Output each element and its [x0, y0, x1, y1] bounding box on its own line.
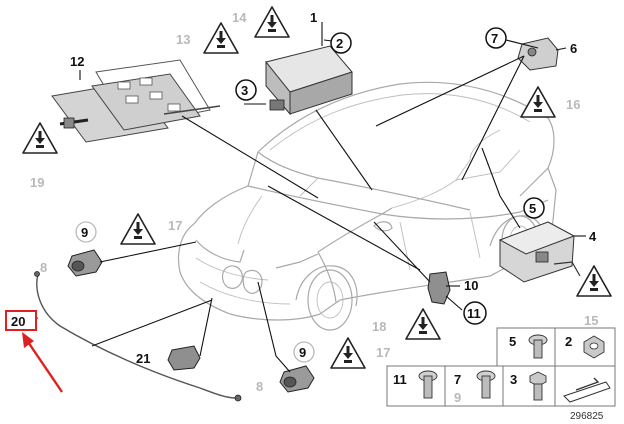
- legend-label-3: 3: [510, 372, 517, 387]
- part-10-sensor: [427, 271, 451, 305]
- label-5: 5: [529, 201, 536, 216]
- nut-icon: [583, 335, 605, 359]
- label-1: 1: [310, 10, 317, 25]
- leader-lines: [23, 22, 586, 373]
- warning-triangle-icon: [330, 337, 366, 369]
- part-21-sensor: [167, 345, 201, 371]
- label-21: 21: [136, 351, 150, 366]
- part-6-sensor: [517, 37, 559, 71]
- callouts: 1 2 3 7 6 12 5 4 9 8 10 11 21 9 8 13 14 …: [5, 10, 598, 394]
- label-17-lower: 17: [376, 345, 390, 360]
- label-15: 15: [584, 313, 598, 328]
- label-12: 12: [70, 54, 84, 69]
- label-9-lower: 9: [299, 345, 306, 360]
- bolt-icon: [476, 370, 496, 399]
- part-20-wire: [36, 273, 237, 399]
- part-4-module: [498, 221, 581, 283]
- shim-icon: [563, 377, 611, 403]
- legend-label-5: 5: [509, 334, 516, 349]
- legend-label-11: 11: [393, 372, 407, 387]
- label-11: 11: [467, 306, 481, 321]
- diagram-id: 296825: [570, 411, 604, 422]
- warning-triangle-icon: [576, 265, 612, 297]
- red-arrow-highlight: [22, 332, 63, 393]
- part-12-seat-mat: [51, 59, 221, 143]
- legend-label-2: 2: [565, 334, 572, 349]
- warning-triangle-icon: [203, 22, 239, 54]
- bolt-icon: [418, 370, 438, 399]
- label-9-upper: 9: [81, 225, 88, 240]
- label-3: 3: [241, 83, 248, 98]
- warning-triangle-icon: [22, 122, 58, 154]
- warning-triangle-icon: [405, 308, 441, 340]
- warning-triangle-icon: [254, 6, 290, 38]
- bolt-icon: [528, 334, 548, 359]
- label-16: 16: [566, 97, 580, 112]
- label-2: 2: [336, 36, 343, 51]
- part-8-sensor-lower: [279, 365, 315, 393]
- label-17-upper: 17: [168, 218, 182, 233]
- legend-label-9: 9: [454, 390, 461, 405]
- label-19: 19: [30, 175, 44, 190]
- warning-triangle-icon: [120, 213, 156, 245]
- label-13: 13: [176, 32, 190, 47]
- label-7: 7: [491, 31, 498, 46]
- label-8-upper: 8: [40, 260, 47, 275]
- label-6: 6: [570, 41, 577, 56]
- warning-triangle-icon: [520, 86, 556, 118]
- label-8-lower: 8: [256, 379, 263, 394]
- label-14: 14: [232, 10, 247, 25]
- label-10: 10: [464, 278, 478, 293]
- label-20: 20: [11, 314, 25, 329]
- part-8-sensor-upper: [67, 249, 103, 277]
- label-4: 4: [589, 229, 597, 244]
- label-18: 18: [372, 319, 386, 334]
- parts-legend-grid: 5 2 11 7 9 3: [386, 327, 616, 407]
- part-1-control-unit: [265, 45, 353, 116]
- legend-label-7: 7: [454, 372, 461, 387]
- hex-bolt-icon: [529, 371, 547, 401]
- car-outline: [177, 81, 557, 331]
